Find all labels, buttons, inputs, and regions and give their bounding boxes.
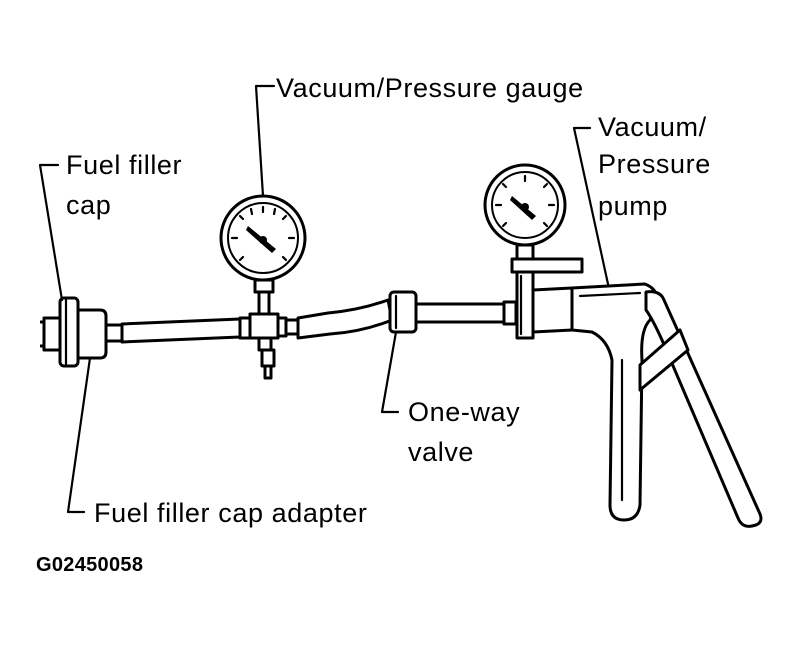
pump-gauge bbox=[483, 163, 584, 340]
leader-fuel-filler-cap-adapter bbox=[66, 356, 92, 514]
label-one-way-valve-line1: One-way bbox=[408, 397, 520, 427]
hose-adapter-to-tee bbox=[120, 316, 252, 344]
leader-fuel-filler-cap bbox=[38, 163, 64, 302]
leader-pump bbox=[572, 126, 610, 286]
leader-lines bbox=[38, 84, 610, 514]
label-one-way-valve-line2: valve bbox=[408, 437, 474, 467]
leader-vacuum-pressure-gauge bbox=[254, 84, 276, 198]
hose-tee-to-valve bbox=[296, 298, 394, 340]
label-fuel-filler-cap-adapter: Fuel filler cap adapter bbox=[94, 498, 367, 528]
one-way-valve bbox=[388, 290, 418, 334]
label-fuel-filler-cap-line1: Fuel filler bbox=[66, 150, 182, 180]
vacuum-pressure-gauge bbox=[219, 194, 307, 380]
leader-one-way-valve bbox=[380, 330, 400, 414]
label-pump-line3: pump bbox=[598, 191, 668, 221]
label-vacuum-pressure-gauge: Vacuum/Pressure gauge bbox=[276, 73, 584, 103]
figure-code: G02450058 bbox=[36, 554, 143, 576]
label-pump-line2: Pressure bbox=[598, 149, 711, 179]
labels: Vacuum/Pressure gauge Vacuum/ Pressure p… bbox=[36, 73, 711, 576]
label-pump-line1: Vacuum/ bbox=[598, 112, 707, 142]
gauge-ticks bbox=[230, 205, 296, 262]
vacuum-pressure-pump bbox=[531, 282, 763, 528]
fuel-filler-cap bbox=[40, 296, 80, 368]
label-fuel-filler-cap-line2: cap bbox=[66, 190, 111, 220]
fuel-filler-cap-adapter bbox=[76, 308, 124, 360]
hose-valve-to-pump bbox=[414, 300, 518, 326]
